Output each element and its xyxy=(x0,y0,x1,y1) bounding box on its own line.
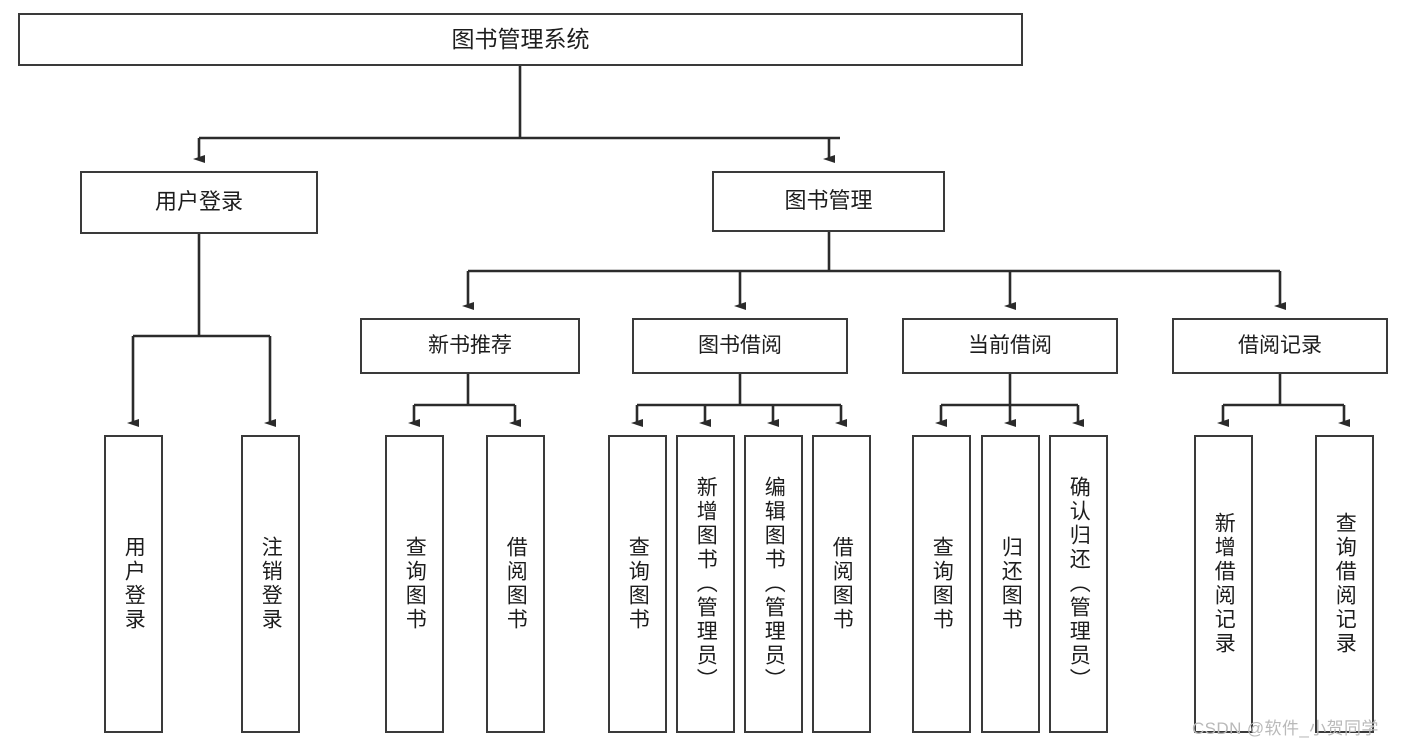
node-label: 借阅记录 xyxy=(1238,334,1322,358)
node-book-management[interactable]: 图书管理 xyxy=(712,171,945,232)
node-book-borrow[interactable]: 图书借阅 xyxy=(632,318,848,374)
node-user-login[interactable]: 用户登录 xyxy=(80,171,318,234)
node-label: 图书借阅 xyxy=(698,334,782,358)
node-label: 确认归还（管理员） xyxy=(1067,476,1091,692)
node-label: 注销登录 xyxy=(259,536,283,632)
leaf-recommend-query-book[interactable]: 查询图书 xyxy=(385,435,444,733)
node-new-book-recommend[interactable]: 新书推荐 xyxy=(360,318,580,374)
node-label: 查询图书 xyxy=(403,536,427,632)
leaf-current-confirm-return-admin[interactable]: 确认归还（管理员） xyxy=(1049,435,1108,733)
node-label: 用户登录 xyxy=(154,189,243,215)
leaf-logout[interactable]: 注销登录 xyxy=(241,435,300,733)
node-label: 查询图书 xyxy=(626,536,650,632)
node-label: 归还图书 xyxy=(999,536,1023,632)
node-root-library-system[interactable]: 图书管理系统 xyxy=(18,13,1023,66)
leaf-recommend-borrow-book[interactable]: 借阅图书 xyxy=(486,435,545,733)
leaf-borrow-borrow-book[interactable]: 借阅图书 xyxy=(812,435,871,733)
node-label: 新增借阅记录 xyxy=(1212,512,1236,656)
node-label: 新增图书（管理员） xyxy=(694,476,718,692)
node-label: 编辑图书（管理员） xyxy=(762,476,786,692)
leaf-current-query-book[interactable]: 查询图书 xyxy=(912,435,971,733)
leaf-borrow-edit-book-admin[interactable]: 编辑图书（管理员） xyxy=(744,435,803,733)
node-label: 借阅图书 xyxy=(830,536,854,632)
node-current-borrow[interactable]: 当前借阅 xyxy=(902,318,1118,374)
leaf-borrow-query-book[interactable]: 查询图书 xyxy=(608,435,667,733)
leaf-current-return-book[interactable]: 归还图书 xyxy=(981,435,1040,733)
leaf-records-add-record[interactable]: 新增借阅记录 xyxy=(1194,435,1253,733)
csdn-watermark: CSDN @软件_小贺同学 xyxy=(1192,719,1379,738)
leaf-records-query-record[interactable]: 查询借阅记录 xyxy=(1315,435,1374,733)
node-label: 图书管理 xyxy=(784,188,873,214)
node-label: 用户登录 xyxy=(122,536,146,632)
leaf-user-login[interactable]: 用户登录 xyxy=(104,435,163,733)
node-label: 图书管理系统 xyxy=(451,25,590,52)
node-label: 查询图书 xyxy=(930,536,954,632)
node-label: 新书推荐 xyxy=(428,334,512,358)
node-borrow-records[interactable]: 借阅记录 xyxy=(1172,318,1388,374)
leaf-borrow-add-book-admin[interactable]: 新增图书（管理员） xyxy=(676,435,735,733)
node-label: 当前借阅 xyxy=(968,334,1052,358)
node-label: 借阅图书 xyxy=(504,536,528,632)
node-label: 查询借阅记录 xyxy=(1333,512,1357,656)
